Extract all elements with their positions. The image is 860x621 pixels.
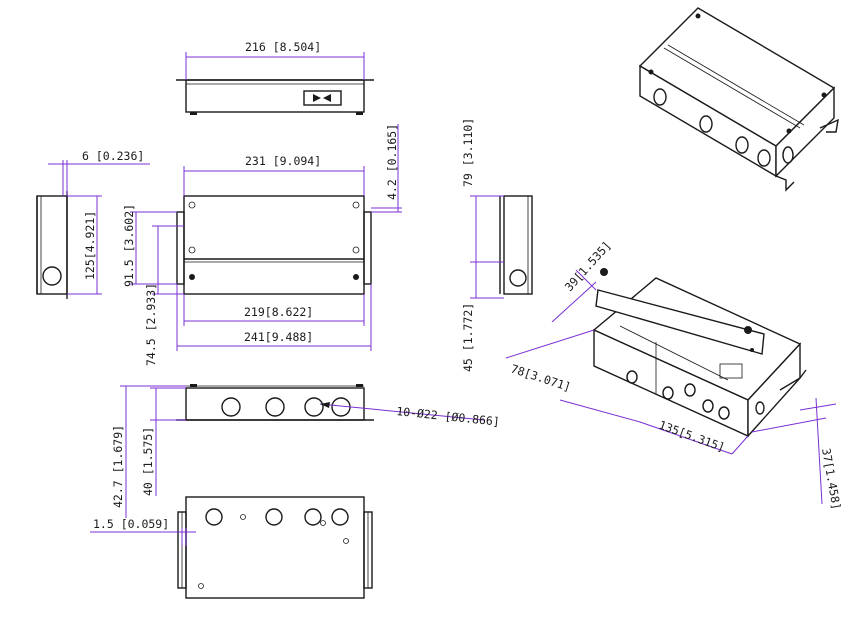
dim-side-flange: 6 [0.236] bbox=[48, 149, 150, 196]
dim-right-side-height: 79 [3.110] bbox=[461, 118, 504, 263]
dim-label-inner-width: 219[8.622] bbox=[244, 305, 313, 319]
top-view bbox=[176, 79, 374, 115]
dim-label-side-height: 125[4.921] bbox=[83, 211, 97, 280]
dim-front-width: 231 [9.094] bbox=[183, 154, 365, 196]
dim-front-inner-height: 91.5 [3.602] bbox=[122, 204, 177, 287]
dim-label-knockout-holes: 10-Ø22 [Ø0.866] bbox=[396, 404, 501, 429]
dim-inner-width: 219[8.622] bbox=[183, 294, 365, 326]
dim-label-bottom-total-height: 42.7 [1.679] bbox=[111, 425, 125, 508]
dim-top-width: 216 [8.504] bbox=[185, 40, 365, 80]
dim-label-bottom-body-height: 40 [1.575] bbox=[141, 427, 155, 496]
dim-label-iso-width-left: 78[3.071] bbox=[509, 362, 573, 395]
dim-label-right-lower-height: 45 [1.772] bbox=[461, 303, 475, 372]
left-side-view bbox=[36, 191, 68, 299]
dim-bottom-total-height: 42.7 [1.679] bbox=[111, 385, 186, 518]
isometric-open-view bbox=[592, 268, 807, 438]
dim-bottom-body-height: 40 [1.575] bbox=[141, 387, 186, 496]
dim-flange-thickness: 4.2 [0.165] bbox=[371, 124, 402, 213]
dim-label-flange-thickness: 4.2 [0.165] bbox=[385, 124, 399, 200]
dim-side-height: 125[4.921] bbox=[67, 195, 102, 295]
dim-label-right-side-height: 79 [3.110] bbox=[461, 118, 475, 187]
dim-label-iso-depth: 39[1.535] bbox=[562, 238, 614, 294]
knockout-side-view bbox=[176, 384, 374, 421]
dim-label-iso-height: 37[1.458] bbox=[819, 447, 844, 511]
dim-iso-depth: 39[1.535] bbox=[551, 238, 614, 323]
dim-overall-width: 241[9.488] bbox=[176, 284, 372, 351]
dim-label-front-width: 231 [9.094] bbox=[245, 154, 321, 168]
dim-right-lower-height: 45 [1.772] bbox=[461, 262, 504, 372]
dim-label-top-width: 216 [8.504] bbox=[245, 40, 321, 54]
front-view bbox=[176, 195, 372, 295]
dim-label-base-flange: 1.5 [0.059] bbox=[93, 517, 169, 531]
right-side-view bbox=[499, 195, 533, 295]
dim-label-front-inner-height: 91.5 [3.602] bbox=[122, 204, 136, 287]
dim-label-front-cover-height: 74.5 [2.933] bbox=[144, 283, 158, 366]
dim-knockout-holes: 10-Ø22 [Ø0.866] bbox=[319, 402, 501, 429]
dim-label-iso-width-right: 135[5.315] bbox=[657, 418, 727, 455]
isometric-closed-view bbox=[638, 7, 839, 192]
dim-front-cover-height: 74.5 [2.933] bbox=[144, 225, 184, 366]
base-view bbox=[177, 496, 373, 599]
dim-label-side-flange: 6 [0.236] bbox=[82, 149, 144, 163]
dim-base-flange: 1.5 [0.059] bbox=[90, 517, 196, 546]
dim-label-overall-width: 241[9.488] bbox=[244, 330, 313, 344]
